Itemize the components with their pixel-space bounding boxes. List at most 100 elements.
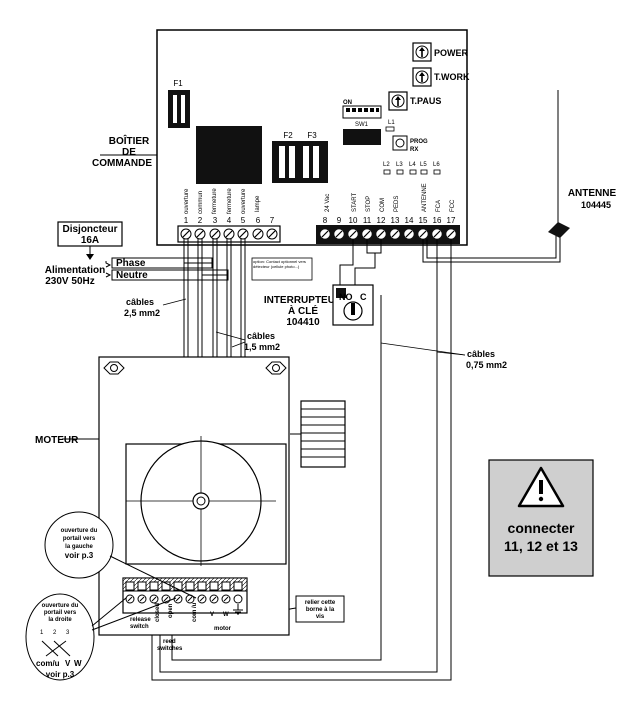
trimmer-tpaus: [388, 91, 408, 111]
callout-left-1: ouverture du: [61, 528, 98, 534]
key-switch: [332, 284, 374, 326]
terminal-4-number: 4: [227, 216, 232, 225]
terminal-2-name: commun: [198, 191, 204, 214]
terminal-11-name: STOP: [366, 196, 372, 212]
ground-note-3: vis: [316, 614, 325, 620]
fuse-f3-label: F3: [307, 131, 317, 140]
cable-15-label-2: 1,5 mm2: [244, 342, 280, 352]
breaker-box: [57, 221, 123, 247]
option-note-text: option: Contact optionnel vers détecteur…: [253, 259, 306, 269]
motor-label: MOTEUR: [35, 435, 79, 446]
terminal-3-number: 3: [213, 216, 218, 225]
control-box-label-2: DE: [122, 147, 136, 158]
trimmer-power: [412, 42, 432, 62]
reed-label-1: reed: [163, 639, 176, 645]
callout-right-num-1: 1: [40, 630, 44, 636]
trimmer-power-label: POWER: [434, 48, 469, 58]
terminal-12-name: COM: [380, 198, 386, 212]
callout-right-num-2: 2: [53, 630, 57, 636]
trimmer-twork-label: T.WORK: [434, 72, 470, 82]
callout-left-2: portail vers: [63, 536, 96, 542]
key-switch-label-3: 104410: [286, 317, 320, 328]
terminal-4-name: fermeture: [227, 188, 233, 214]
motor-terminal-block: [122, 577, 248, 615]
rx-label: RX: [410, 147, 418, 153]
ground-note-2: borne à la: [306, 607, 335, 613]
l1-label: L1: [388, 120, 395, 126]
closed-label: closed: [155, 603, 161, 622]
ground-note-1: relier cette: [305, 600, 336, 606]
control-box-label-3: COMMANDE: [92, 158, 152, 169]
terminal-8-name: 24 Vac: [325, 194, 331, 212]
terminal-block-right: [316, 225, 460, 244]
callout-right-com: com/u: [36, 659, 60, 668]
terminal-10-number: 10: [349, 216, 358, 225]
fuse-f1-label: F1: [173, 79, 183, 88]
motor-terminal-label: motor: [214, 626, 232, 632]
callout-left-3: la gauche: [65, 544, 93, 550]
terminal-13-name: PEDS: [394, 196, 400, 212]
terminal-16-name: FCA: [436, 200, 442, 212]
com-label: com /u: [192, 602, 198, 622]
callout-right-w: W: [74, 659, 82, 668]
control-box-label-1: BOÎTIER: [109, 134, 150, 147]
callout-right: [25, 593, 177, 681]
led-l5-label: L5: [420, 162, 427, 168]
cable-25-label-2: 2,5 mm2: [124, 308, 160, 318]
terminal-6-name: lampe: [255, 195, 261, 212]
terminal-right-names: 24 Vac START STOP COM PEDS ANTENNE FCA F…: [325, 183, 456, 212]
ground-symbol: [233, 604, 243, 615]
terminal-11-number: 11: [363, 216, 372, 225]
terminal-3-name: fermeture: [212, 188, 218, 214]
option-note: [251, 257, 313, 281]
terminal-12-number: 12: [377, 216, 386, 225]
supply-label-2: 230V 50Hz: [45, 276, 94, 287]
led-row: L2 L3 L4 L5 L6: [383, 162, 441, 175]
ground-note: [295, 595, 345, 623]
led-l2-label: L2: [383, 162, 390, 168]
open-label: open: [168, 603, 174, 618]
v-label: V: [210, 612, 214, 618]
terminal-6-number: 6: [256, 216, 261, 225]
callout-right-num-3: 3: [66, 630, 70, 636]
terminal-16-number: 16: [433, 216, 442, 225]
trimmer-tpaus-label: T.PAUS: [410, 96, 441, 106]
terminal-15-name: ANTENNE: [422, 183, 428, 212]
cable-075-label-2: 0,75 mm2: [466, 360, 507, 370]
release-label-2: switch: [130, 624, 149, 630]
terminal-5-number: 5: [241, 216, 246, 225]
terminal-8-number: 8: [323, 216, 328, 225]
callout-right-2: portail vers: [44, 610, 77, 616]
chip: [343, 129, 381, 145]
warning-box: [488, 459, 594, 577]
terminal-left-names: ouverture commun fermeture fermeture ouv…: [184, 188, 261, 214]
key-switch-c: C: [360, 292, 367, 302]
terminal-1-number: 1: [184, 216, 189, 225]
breaker-label-2: 16A: [81, 235, 99, 246]
antenna-label-2: 104445: [581, 200, 611, 210]
terminal-17-name: FCC: [450, 199, 456, 212]
fuse-f2-label: F2: [283, 131, 293, 140]
fuse-f1: [168, 90, 190, 128]
terminal-10-name: START: [352, 193, 358, 212]
w-label: W: [223, 612, 229, 618]
terminal-15-number: 15: [419, 216, 428, 225]
terminal-14-number: 14: [405, 216, 414, 225]
dip-switch: [342, 105, 382, 119]
prog-label: PROG: [410, 139, 428, 145]
key-switch-label-2: À CLÉ: [288, 304, 318, 317]
dip-on-label: ON: [343, 100, 352, 106]
terminal-2-number: 2: [198, 216, 203, 225]
callout-right-3: la droite: [48, 617, 72, 623]
relay-block: [196, 126, 262, 184]
antenna-label-1: ANTENNE: [568, 188, 617, 199]
terminal-1-name: ouverture: [184, 188, 190, 214]
warning-line-1: connecter: [508, 520, 575, 536]
supply-label-1: Alimentation: [45, 265, 106, 276]
prog-rx-button: [392, 135, 408, 151]
key-switch-label-1: INTERRUPTEUR: [264, 295, 343, 306]
terminal-5-name: ouverture: [241, 188, 247, 214]
breaker-arrowhead: [86, 254, 94, 260]
led-l3-label: L3: [396, 162, 403, 168]
